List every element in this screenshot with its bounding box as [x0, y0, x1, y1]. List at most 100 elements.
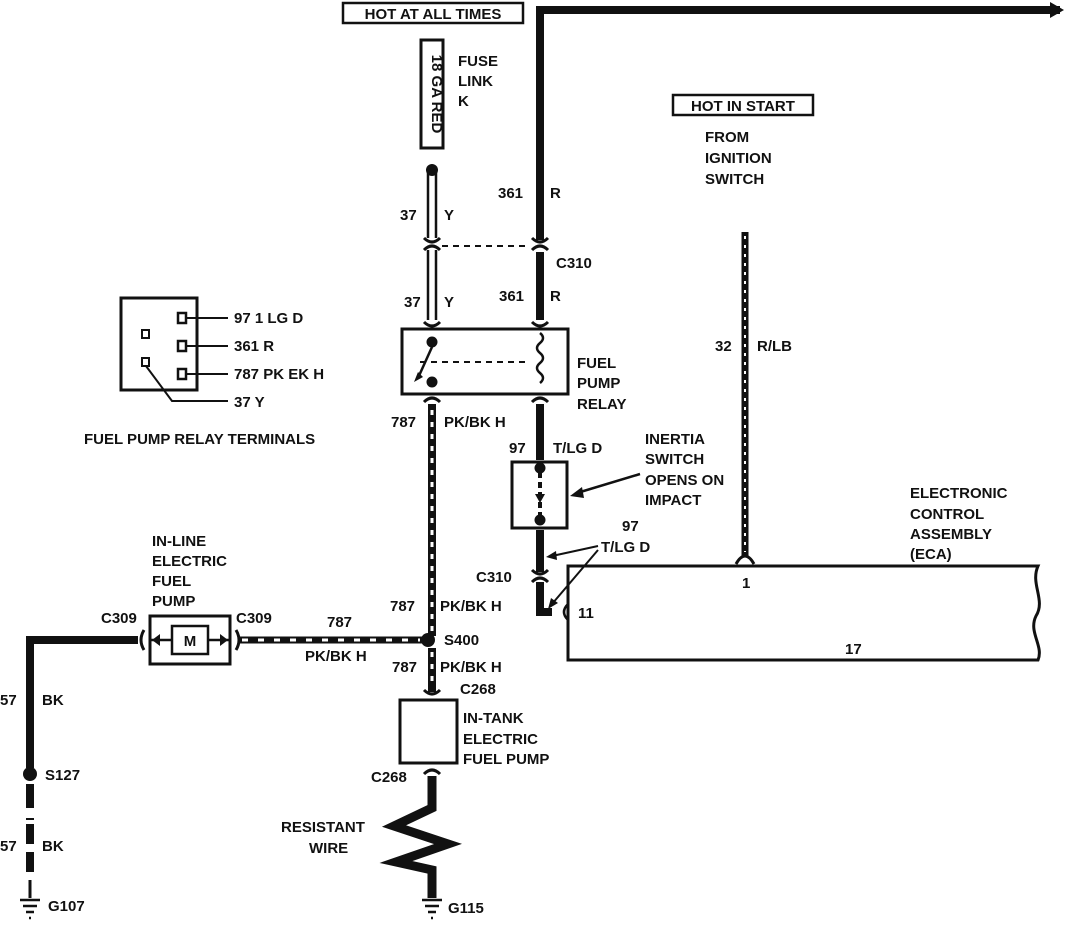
fuse-name-line1: FUSE — [458, 53, 498, 70]
eca-module — [562, 564, 1041, 662]
wire-787-horiz-color: PK/BK H — [305, 648, 367, 665]
wire-787-top-color: PK/BK H — [444, 414, 506, 431]
eca-line2: CONTROL — [910, 506, 984, 523]
relay-terminal-2: 361 R — [234, 338, 274, 355]
relay-terminals-diagram — [119, 296, 228, 402]
relay-line3: RELAY — [577, 396, 626, 413]
inertia-line2: SWITCH — [645, 451, 704, 468]
hot-in-start-badge: HOT IN START — [671, 93, 815, 117]
inline-pump-line4: PUMP — [152, 593, 195, 610]
g107-label: G107 — [48, 898, 85, 915]
wire-37-mid-number: 37 — [404, 294, 421, 311]
c268-top-label: C268 — [460, 681, 496, 698]
wire-97-number: 97 — [509, 440, 526, 457]
wire-37-yellow — [426, 172, 438, 320]
ignition-line1: FROM — [705, 129, 749, 146]
c268-top-connector — [422, 688, 442, 696]
wire-57-top-number: 57 — [0, 692, 17, 709]
ignition-line3: SWITCH — [705, 171, 764, 188]
wire-97-low-number: 97 — [622, 518, 639, 535]
relay-line1: FUEL — [577, 355, 616, 372]
relay-line2: PUMP — [577, 375, 620, 392]
wire-787-horiz-number: 787 — [327, 614, 352, 631]
eca-pin-1: 1 — [742, 575, 750, 592]
s400-splice — [421, 633, 435, 647]
hot-in-start-label: HOT IN START — [691, 98, 795, 115]
inertia-switch — [510, 460, 569, 530]
hot-at-all-times-badge: HOT AT ALL TIMES — [341, 1, 525, 25]
resistant-line2: WIRE — [309, 840, 348, 857]
intank-pump-line2: ELECTRIC — [463, 731, 538, 748]
eca-pin-11: 11 — [578, 605, 594, 622]
fuse-link: 18 GA RED — [419, 38, 445, 176]
wire-361-mid-color: R — [550, 288, 561, 305]
eca-line3: ASSEMBLY — [910, 526, 992, 543]
c310-low-label: C310 — [476, 569, 512, 586]
wire-97-low-arrows — [546, 545, 599, 609]
ground-g107-icon — [20, 898, 40, 920]
wire-32-color: R/LB — [757, 338, 792, 355]
intank-pump-line1: IN-TANK — [463, 710, 524, 727]
ground-g115-icon — [422, 898, 442, 920]
wire-97-color: T/LG D — [553, 440, 602, 457]
relay-terminal-4: 37 Y — [234, 394, 265, 411]
fuse-name-line3: K — [458, 93, 469, 110]
c309-left-label: C309 — [101, 610, 137, 627]
c309-right-label: C309 — [236, 610, 272, 627]
wire-37-top-color: Y — [444, 207, 454, 224]
s127-splice — [23, 767, 37, 781]
hot-at-all-times-label: HOT AT ALL TIMES — [365, 6, 502, 23]
intank-pump-line3: FUEL PUMP — [463, 751, 549, 768]
s400-label: S400 — [444, 632, 479, 649]
wire-97-low-color: T/LG D — [601, 539, 650, 556]
inertia-pointer-arrow — [570, 472, 641, 498]
wire-787-mid-color: PK/BK H — [440, 598, 502, 615]
fuel-pump-relay — [400, 320, 570, 404]
wire-57-low-number: 57 — [0, 838, 17, 855]
inertia-line4: IMPACT — [645, 492, 701, 509]
motor-symbol: M — [184, 633, 197, 650]
inline-fuel-pump — [139, 614, 241, 666]
fuse-gauge-label: 18 GA RED — [428, 55, 445, 134]
wire-57-low-color: BK — [42, 838, 64, 855]
eca-line4: (ECA) — [910, 546, 952, 563]
c310-top-connector — [422, 236, 550, 252]
wire-57-black — [26, 636, 138, 898]
wire-32-red-lightblue — [734, 232, 756, 565]
fuse-name-line2: LINK — [458, 73, 493, 90]
inertia-line3: OPENS ON — [645, 472, 724, 489]
intank-fuel-pump — [398, 698, 459, 765]
inline-pump-line3: FUEL — [152, 573, 191, 590]
relay-terminals-caption: FUEL PUMP RELAY TERMINALS — [84, 431, 315, 448]
relay-terminal-3: 787 PK EK H — [234, 366, 324, 383]
inline-pump-line1: IN-LINE — [152, 533, 206, 550]
inline-pump-line2: ELECTRIC — [152, 553, 227, 570]
resistant-line1: RESISTANT — [281, 819, 365, 836]
wire-361-mid-number: 361 — [499, 288, 524, 305]
eca-pin-17: 17 — [845, 641, 862, 658]
wire-361-red — [536, 2, 1064, 320]
wire-787-low-color: PK/BK H — [440, 659, 502, 676]
wire-97-tan-lightgreen — [536, 404, 552, 616]
wire-32-number: 32 — [715, 338, 732, 355]
wire-37-top-number: 37 — [400, 207, 417, 224]
inertia-line1: INERTIA — [645, 431, 705, 448]
wire-787-low-number: 787 — [392, 659, 417, 676]
c268-bottom-connector — [422, 768, 442, 776]
s127-label: S127 — [45, 767, 80, 784]
g115-label: G115 — [448, 900, 484, 917]
wire-57-top-color: BK — [42, 692, 64, 709]
relay-terminal-1: 97 1 LG D — [234, 310, 303, 327]
wire-361-top-number: 361 — [498, 185, 523, 202]
wire-787-top-number: 787 — [391, 414, 416, 431]
resistant-wire — [379, 776, 462, 898]
c310-low-connector — [530, 568, 550, 584]
wire-787-mid-number: 787 — [390, 598, 415, 615]
wire-361-top-color: R — [550, 185, 561, 202]
wire-37-mid-color: Y — [444, 294, 454, 311]
c310-top-label: C310 — [556, 255, 592, 272]
ignition-line2: IGNITION — [705, 150, 772, 167]
c268-bottom-label: C268 — [371, 769, 407, 786]
eca-line1: ELECTRONIC — [910, 485, 1008, 502]
